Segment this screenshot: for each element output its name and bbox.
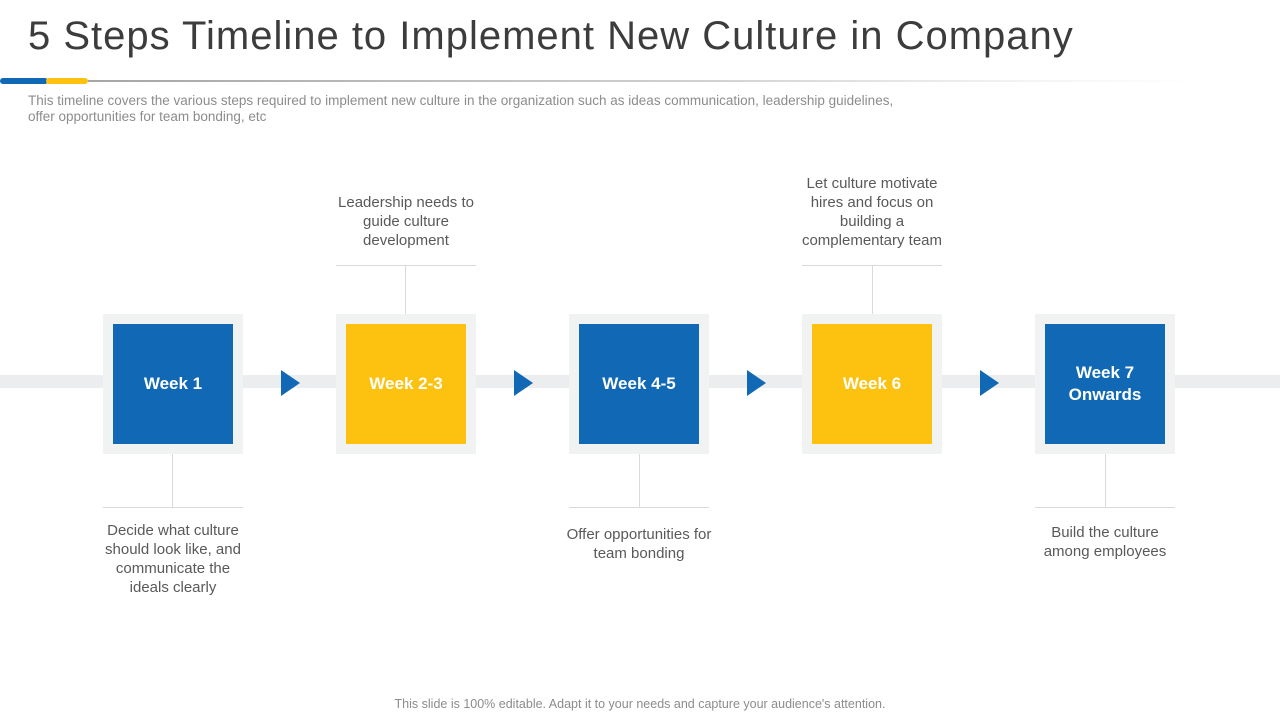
footer-note: This slide is 100% editable. Adapt it to… <box>394 697 886 711</box>
divider-line <box>88 80 1198 82</box>
arrow-right-icon <box>980 370 999 396</box>
timeline-step-week-7-onwards: Week 7 Onwards <box>1035 314 1175 454</box>
arrow-right-icon <box>747 370 766 396</box>
caption-week-7-onwards: Build the culture among employees <box>1043 524 1167 560</box>
subtitle: This timeline covers the various steps r… <box>28 93 1008 124</box>
subtitle-line-1: This timeline covers the various steps r… <box>28 93 894 108</box>
timeline-step-week-6: Week 6 <box>802 314 942 454</box>
step-box: Week 6 <box>812 324 932 444</box>
timeline-step-week-2-3: Week 2-3 <box>336 314 476 454</box>
caption-connector-vline <box>639 454 640 507</box>
accent-yellow-bar <box>46 78 88 84</box>
caption-week-6: Let culture motivate hires and focus on … <box>801 175 943 249</box>
caption-week-1: Decide what culture should look like, an… <box>105 522 241 596</box>
caption-connector-vline <box>405 265 406 314</box>
caption-connector-vline <box>1105 454 1106 507</box>
step-label: Week 7 Onwards <box>1068 363 1142 404</box>
caption-connector-hline <box>336 265 476 266</box>
step-label: Week 4-5 <box>602 374 676 393</box>
title-underline <box>0 78 1280 86</box>
caption-connector-hline <box>1035 507 1175 508</box>
arrow-right-icon <box>281 370 300 396</box>
step-box: Week 4-5 <box>579 324 699 444</box>
caption-connector-hline <box>569 507 709 508</box>
subtitle-line-2: offer opportunities for team bonding, et… <box>28 108 267 124</box>
arrow-right-icon <box>514 370 533 396</box>
page-title: 5 Steps Timeline to Implement New Cultur… <box>28 14 1074 58</box>
step-box: Week 7 Onwards <box>1045 324 1165 444</box>
timeline-step-week-1: Week 1 <box>103 314 243 454</box>
caption-connector-vline <box>872 265 873 314</box>
step-box: Week 1 <box>113 324 233 444</box>
step-label: Week 1 <box>143 374 203 393</box>
step-box: Week 2-3 <box>346 324 466 444</box>
step-label: Week 2-3 <box>369 374 443 393</box>
caption-connector-hline <box>103 507 243 508</box>
caption-week-4-5: Offer opportunities for team bonding <box>566 526 712 562</box>
caption-connector-vline <box>172 454 173 507</box>
step-label: Week 6 <box>842 374 902 393</box>
caption-week-2-3: Leadership needs to guide culture develo… <box>338 194 474 249</box>
timeline-step-week-4-5: Week 4-5 <box>569 314 709 454</box>
accent-blue-bar <box>0 78 48 84</box>
